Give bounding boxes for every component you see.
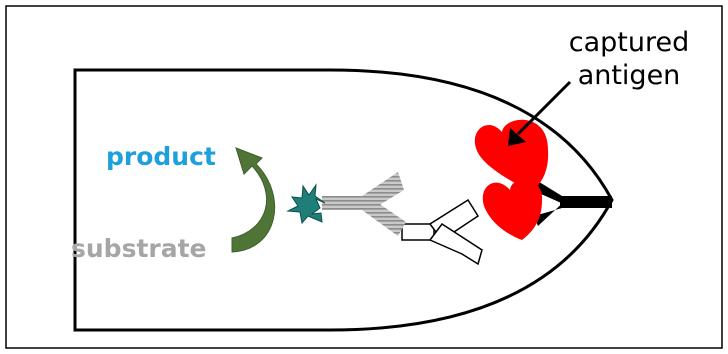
- substrate-label: substrate: [71, 234, 207, 263]
- conversion-arrow: [231, 147, 276, 253]
- enzyme-star: [286, 183, 326, 225]
- captured-antigen-label: captured antigen: [544, 29, 714, 95]
- captured-antigen: [474, 119, 549, 240]
- captured-label-line2: antigen: [577, 60, 681, 91]
- captured-label-line1: captured: [568, 27, 690, 58]
- capture-antibody: [532, 180, 612, 226]
- primary-antibody: [401, 198, 483, 266]
- pointer-arrow: [508, 80, 572, 146]
- secondary-antibody: [322, 172, 406, 236]
- product-label: product: [106, 142, 216, 171]
